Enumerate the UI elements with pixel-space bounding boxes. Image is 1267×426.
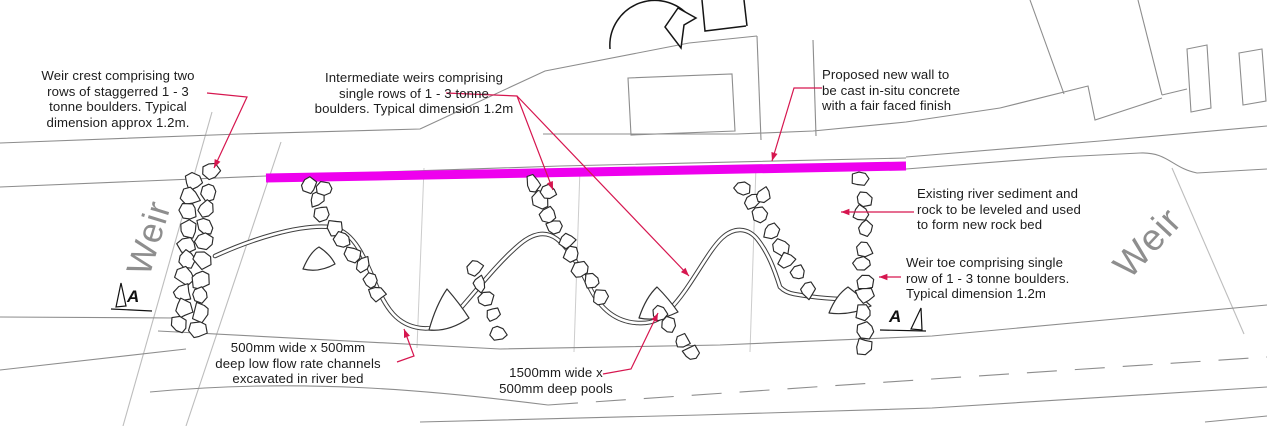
note-proposed-wall: Proposed new wall to be cast in-situ con…: [822, 67, 961, 113]
section-flag-left: [115, 282, 127, 308]
leader-arrowhead: [771, 152, 778, 161]
boulder: [584, 272, 600, 289]
boulder: [851, 171, 870, 186]
leader-intermediate-2: [516, 95, 690, 277]
boulder: [558, 232, 577, 250]
boulder: [856, 321, 875, 340]
leader-arrowhead: [841, 208, 850, 216]
section-marker-a-right: A: [889, 307, 902, 326]
leader-arrowhead: [404, 329, 410, 338]
boulder: [489, 325, 508, 341]
tree-symbol: [609, 0, 748, 50]
boulder: [191, 270, 210, 290]
leader-arrowhead: [214, 159, 221, 168]
boulder: [855, 304, 871, 322]
note-pools: 1500mm wide x 500mm deep pools: [499, 365, 613, 396]
boulder: [661, 315, 677, 333]
pool: [302, 246, 336, 271]
boulder: [192, 286, 208, 304]
boulder: [343, 246, 362, 264]
leader-weir-crest: [206, 92, 248, 169]
boulder: [526, 173, 542, 193]
leader-low-flow-channel: [396, 328, 415, 363]
low-flow-channel: [212, 224, 865, 331]
note-intermediate-weirs: Intermediate weirs comprising single row…: [314, 70, 514, 116]
leader-arrowhead: [547, 181, 553, 190]
boulder: [197, 199, 214, 218]
boulder: [172, 283, 192, 301]
boulder: [777, 251, 797, 269]
boulder: [675, 332, 691, 348]
boulder: [486, 307, 501, 322]
boulder: [755, 186, 771, 204]
section-flag-right: [910, 307, 923, 331]
boulder: [539, 183, 558, 200]
boulder: [180, 219, 197, 239]
boulder: [477, 291, 495, 307]
leader-arrowhead: [680, 267, 689, 276]
boulder: [472, 274, 486, 294]
boulder: [355, 255, 370, 274]
building-outline: [627, 73, 736, 136]
boulder: [179, 186, 201, 205]
dashed-bed-line: [547, 356, 1267, 406]
leader-proposed-wall: [771, 87, 822, 162]
boulder: [856, 274, 875, 290]
boulder: [570, 260, 589, 278]
boulder: [562, 245, 579, 263]
boulder: [538, 205, 557, 224]
boulder: [854, 287, 875, 304]
boulder: [852, 256, 871, 271]
boulder: [763, 222, 781, 240]
note-low-flow-channels: 500mm wide x 500mm deep low flow rate ch…: [215, 340, 381, 386]
boulder: [174, 265, 195, 287]
pool: [428, 288, 470, 331]
boulder: [184, 171, 204, 192]
boulder: [332, 230, 351, 248]
leader-pools: [602, 312, 659, 375]
boulder: [751, 206, 769, 224]
boulder-rows: [170, 162, 875, 360]
building-outline: [1238, 48, 1267, 106]
proposed-wall: [265, 161, 907, 183]
boulder: [789, 264, 805, 280]
boulder: [196, 217, 214, 235]
boulder: [368, 286, 387, 303]
boulder: [313, 206, 330, 223]
leader-arrowhead: [879, 273, 888, 281]
boulder: [170, 315, 187, 334]
boulder: [681, 344, 701, 360]
section-marker-a-left: A: [127, 287, 140, 306]
river-bank-line: [157, 304, 1267, 350]
boulder: [593, 289, 610, 306]
boulder: [545, 220, 563, 235]
boulder: [200, 183, 217, 203]
boulder: [856, 241, 874, 258]
boulder: [202, 162, 222, 181]
note-weir-crest: Weir crest comprising two rows of stagge…: [41, 68, 195, 130]
section-marker-lines: [110, 282, 927, 332]
boulder: [300, 176, 318, 195]
boulder: [178, 202, 197, 220]
note-existing-sediment: Existing river sediment and rock to be l…: [917, 186, 1081, 232]
boulder: [772, 238, 790, 257]
leader-arrowhead: [651, 313, 658, 322]
boulder: [856, 337, 873, 356]
building-outline: [1186, 44, 1212, 113]
boulder: [362, 272, 378, 289]
boulder: [193, 232, 214, 251]
boulder: [191, 301, 209, 324]
boulder: [800, 281, 817, 301]
note-weir-toe: Weir toe comprising single row of 1 - 3 …: [906, 255, 1070, 301]
weir-band-lines: [122, 111, 1245, 426]
boulder: [466, 260, 485, 277]
leader-lines: [206, 87, 914, 375]
boulder: [315, 181, 333, 196]
boulder: [187, 321, 208, 339]
boulder: [858, 219, 874, 237]
boulder: [175, 297, 194, 318]
boulder: [192, 251, 212, 271]
boulder: [733, 181, 751, 196]
